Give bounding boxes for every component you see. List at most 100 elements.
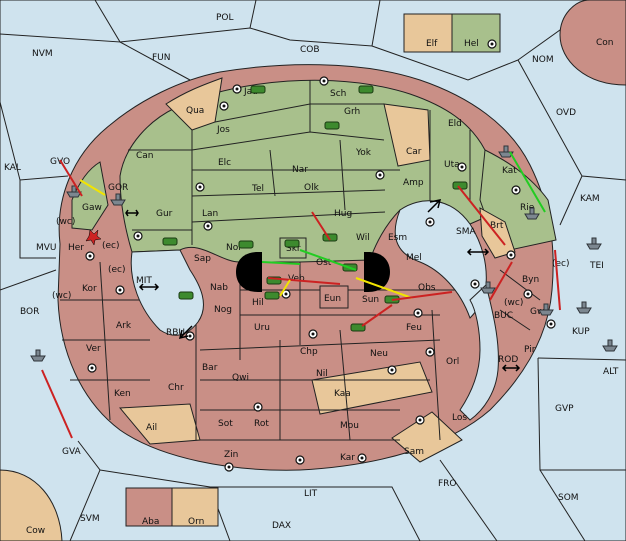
army-unit-icon[interactable] [284,239,300,248]
territory-label: Yok [355,148,372,158]
territory-label: Hil [252,298,264,308]
army-unit-icon[interactable] [264,291,280,300]
neutral-brt [479,207,516,259]
aba-label: Aba [142,517,159,527]
territory-label: Kaa [334,389,351,399]
supply-dot [298,458,302,462]
territory-label: Jad [243,87,258,97]
supply-dot [188,334,192,338]
territory-label: POL [216,13,234,23]
order-arrow [361,304,393,327]
territory-label: Veb [288,274,305,284]
order-arrow [79,179,106,196]
battle-burst-icon [85,229,102,246]
territory-label: Qua [186,106,204,116]
double-arrow-icon [427,199,442,213]
army-unit-icon[interactable] [324,121,340,130]
fleet-unit-icon[interactable] [602,339,618,352]
supply-dot [416,311,420,315]
fleet-unit-icon[interactable] [480,281,496,294]
territory-label: Elc [218,158,231,168]
fleet-unit-icon[interactable] [576,301,592,314]
order-arrow [299,249,357,271]
supply-dot [428,350,432,354]
order-arrow [355,277,413,299]
territory-label: MIT [136,276,152,286]
territory-label: Nor [226,243,242,253]
territory-label: BUC [494,311,513,321]
order-arrow [41,369,73,439]
fleet-unit-icon[interactable] [538,303,554,316]
territory-label: Gaw [82,203,102,213]
territory-label: Rot [254,419,269,429]
territory-label: Wil [356,233,370,243]
territory-label: (wc) [56,217,75,227]
orn-label: Orn [188,517,204,527]
territory-label: Chr [168,383,184,393]
territory-label: KUP [572,327,590,337]
territory-label: Byn [522,275,539,285]
order-arrow [261,261,301,265]
supply-dot [256,405,260,409]
supply-dot [88,254,92,258]
supply-dot [206,224,210,228]
fleet-unit-icon[interactable] [66,185,82,198]
army-unit-icon[interactable] [238,240,254,249]
territory-label: Gur [156,209,173,219]
territory-label: Nog [214,305,232,315]
supply-dot [473,282,477,286]
territory-label: Mel [406,253,422,263]
territory-label: SVM [80,514,100,524]
order-arrow [311,211,331,241]
aba-box [125,487,173,527]
fleet-unit-icon[interactable] [498,145,514,158]
territory-label: GVP [555,404,574,414]
fleet-unit-icon[interactable] [30,349,46,362]
territory-label: NOM [532,55,554,65]
territory-label: Orl [446,357,459,367]
army-unit-icon[interactable] [162,237,178,246]
territory-label: Eld [448,119,462,129]
territory-label: Ail [146,423,157,433]
orn-box [171,487,219,527]
fleet-unit-icon[interactable] [524,207,540,220]
territory-label: (ec) [102,241,120,251]
supply-dot [360,456,364,460]
territory-label: Kat [502,166,517,176]
supply-dot [90,366,94,370]
order-arrow [554,249,561,311]
territory-label: GVA [62,447,82,457]
territory-label: ALT [603,367,619,377]
territory-label: Qwi [232,373,249,383]
territory-label: (wc) [504,298,523,308]
territory-label: Nar [292,165,308,175]
double-arrow-icon [501,364,521,372]
supply-dot [378,173,382,177]
territory-label: SOM [558,493,579,503]
army-unit-icon[interactable] [358,85,374,94]
army-unit-icon[interactable] [178,291,194,300]
territory-label: Olk [304,183,320,193]
territory-label: Hug [334,209,352,219]
territory-label: OVD [556,108,576,118]
cow-label: Cow [26,526,45,536]
territory-label: Kar [340,453,355,463]
army-unit-icon[interactable] [350,323,366,332]
black-tip-west [236,252,262,292]
territory-label: GVO [50,157,70,167]
fleet-unit-icon[interactable] [586,237,602,250]
territory-label: Car [406,147,422,157]
supply-centers [85,76,556,472]
territory-label: Zin [224,450,238,460]
territory-label: (ec) [108,265,126,275]
territory-label: Ken [114,389,131,399]
territory-label: Kor [82,284,97,294]
fleet-unit-icon[interactable] [110,193,126,206]
territory-label: NVM [32,49,53,59]
army-unit-icon[interactable] [250,85,266,94]
territory-label: TEI [589,261,604,271]
neutral-kaa [311,361,433,415]
supply-dot [526,292,530,296]
territory-label: Sap [194,254,211,264]
order-arrow [391,291,453,301]
